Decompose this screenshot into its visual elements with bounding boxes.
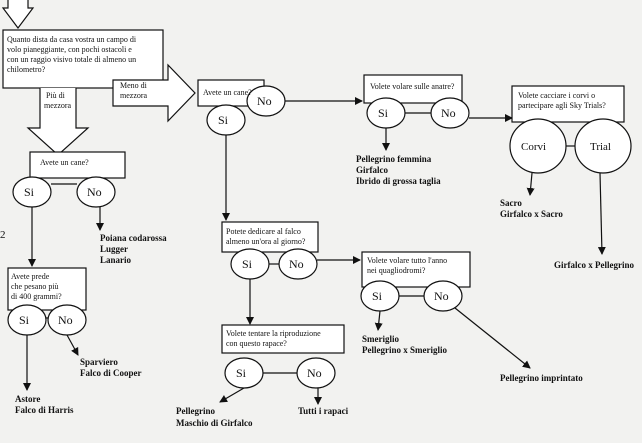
prey-no-label: No [58,313,73,327]
crows-box [511,85,625,123]
start-question-line-2: volo pianeggiante, con pochi ostacoli e [7,45,132,54]
result-astore-2: Falco di Harris [15,405,74,415]
crows-question-2: partecipare agli Sky Trials? [518,101,606,110]
corvi-label: Corvi [521,141,546,153]
year-question-2: nei quagliodromi? [367,266,426,275]
result-poiana-2: Lugger [100,244,128,254]
result-smeriglio-2: Pellegrino x Smeriglio [362,345,447,355]
result-sacro-1: Sacro [500,198,522,208]
breed-box [221,324,345,354]
year-yes-label: Si [372,289,383,303]
result-pellegrino-f-3: Ibrido di grossa taglia [356,176,441,186]
near-branch-label-1: Meno di [120,81,148,90]
breed-question-1: Volete tentare la riproduzione [226,329,321,338]
year-no-label: No [434,289,449,303]
crows-question-1: Volete cacciare i corvi o [518,91,595,100]
near-branch-label-2: mezzora [120,91,148,100]
breed-no-label: No [307,366,322,380]
dog-near-no-label: No [257,94,272,108]
near-branch-arrow [112,63,196,123]
start-question-line-1: Quanto dista da casa vostra un campo di [7,35,137,44]
margin-mark: 2 [0,229,6,241]
hour-question-2: almeno un'ora al giorno? [226,237,306,246]
prey-question-1: Avete prede [11,272,50,281]
result-girfalco-pellegrino: Girfalco x Pellegrino [554,260,634,270]
hour-yes-label: Si [242,257,253,271]
prey-question-3: di 400 grammi? [11,292,62,301]
prey-yes-label: Si [19,313,30,327]
dog-far-question: Avete un cane? [40,158,89,167]
start-question-line-4: chilometro? [7,65,46,74]
far-branch-label-2: mezzora [44,101,72,110]
result-pellegrino-f-2: Girfalco [356,165,388,175]
trial-label: Trial [590,141,611,153]
start-question-box [2,29,164,89]
prey-box [7,267,87,311]
start-question-line-3: con un raggio visivo totale di almeno un [7,55,136,64]
dog-far-no-label: No [87,185,102,199]
result-sparviero-1: Sparviero [80,357,118,367]
result-pellegrino-maschio-1: Pellegrino [176,406,215,416]
entry-arrow [1,0,35,29]
hour-no-label: No [289,257,304,271]
result-poiana-3: Lanario [100,255,132,265]
breed-yes-label: Si [236,366,247,380]
result-pellegrino-maschio-2: Maschio di Girfalco [176,418,253,428]
result-astore-1: Astore [15,394,40,404]
result-sacro-2: Girfalco x Sacro [500,209,563,219]
far-branch-label-1: Più di [46,91,66,100]
dog-near-question: Avete un cane? [203,88,252,97]
dog-far-yes-label: Si [24,185,35,199]
result-tutti-rapaci: Tutti i rapaci [298,406,349,416]
prey-question-2: che pesano più [11,282,59,291]
result-poiana-1: Poiana codarossa [100,233,167,243]
dog-far-no-node [76,176,116,208]
hour-box [221,221,319,253]
result-pellegrino-f-1: Pellegrino femmina [356,154,432,164]
year-question-1: Volete volare tutto l'anno [367,256,447,265]
result-smeriglio-1: Smeriglio [362,334,399,344]
hour-question-1: Potete dedicare al falco [226,227,301,236]
dog-near-yes-label: Si [218,113,229,127]
ducks-yes-label: Si [378,106,389,120]
breed-question-2: con questo rapace? [226,339,287,348]
ducks-question: Volete volare sulle anatre? [370,82,455,91]
ducks-no-label: No [441,106,456,120]
result-sparviero-2: Falco di Cooper [80,368,142,378]
dog-far-box [29,151,126,179]
result-pellegrino-imprintato: Pellegrino imprintato [500,373,583,383]
